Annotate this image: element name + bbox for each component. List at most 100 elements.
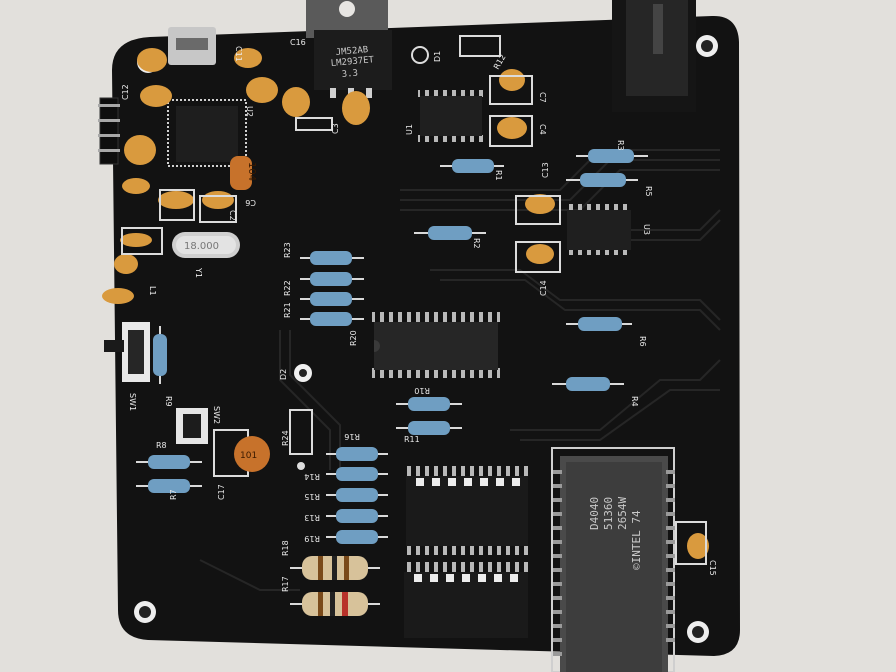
copper-traces (199, 149, 721, 591)
label-r20: R20 (349, 330, 358, 346)
cpu-marking-4: ©INTEL 74 (630, 510, 643, 570)
tact-switch-sw2: SW2 (176, 406, 221, 444)
capacitor (158, 191, 194, 209)
regulator-marking-1: JM52AB (335, 45, 368, 58)
cap-marking-101: 101 (240, 451, 257, 461)
capacitor (497, 117, 527, 139)
capacitor (687, 533, 709, 559)
crystal-marking: 18.000 (184, 241, 219, 252)
label-c13: C13 (541, 162, 550, 178)
label-u1: U1 (405, 124, 414, 135)
label-r3: R3 (616, 140, 625, 151)
resistor (300, 312, 364, 326)
capacitor (122, 178, 150, 194)
resistor (300, 272, 364, 286)
pin-header (98, 97, 120, 165)
label-r17: R17 (281, 576, 290, 592)
capacitor (114, 254, 138, 274)
label-r8: R8 (156, 441, 167, 450)
ic-u1: U1 (405, 90, 484, 142)
capacitor (499, 69, 525, 91)
label-r15: R15 (304, 492, 320, 501)
capacitor-outlines (121, 75, 707, 565)
capacitor-c17: 101 C17 (213, 429, 270, 500)
label-c12: C12 (121, 84, 130, 100)
resistor (136, 479, 202, 493)
capacitor (342, 91, 370, 125)
label-r16: R16 (344, 432, 360, 441)
label-r24: R24 (281, 430, 290, 446)
capacitor (120, 233, 152, 247)
label-r14: R14 (304, 472, 320, 481)
label-r7: R7 (169, 489, 178, 500)
label-sw2: SW2 (212, 406, 221, 424)
resistor (326, 509, 388, 523)
crystal-y1: 18.000 Y1 (172, 232, 240, 278)
resistor (326, 447, 388, 461)
label-c17: C17 (217, 484, 226, 500)
cpu-marking-2: 51360 (602, 497, 615, 530)
resistor-r17 (290, 592, 380, 616)
label-y1: Y1 (194, 267, 203, 278)
resistor (326, 530, 388, 544)
resistor (414, 226, 486, 240)
dip-chip-lower-2 (404, 562, 528, 638)
capacitor (282, 87, 310, 117)
regulator-marking-2: LM2937ET (330, 55, 375, 69)
label-r2: R2 (472, 238, 481, 249)
label-c2: C2 (228, 210, 237, 221)
dip-chip-lower-1 (406, 466, 528, 555)
label-l1: L1 (148, 286, 157, 296)
resistor (440, 159, 504, 173)
label-c16: C16 (290, 38, 306, 47)
capacitor (102, 288, 134, 304)
label-u3: U3 (642, 224, 651, 235)
capacitor (124, 135, 156, 165)
capacitor (137, 48, 167, 72)
label-r19: R19 (304, 534, 320, 543)
slide-switch-sw1: SW1 (104, 322, 150, 411)
power-connector (612, 0, 696, 112)
regulator-marking-3: 3.3 (341, 69, 358, 80)
capacitor (140, 85, 172, 107)
resistor (552, 377, 624, 391)
micro-usb-connector (168, 27, 216, 65)
label-r18: R18 (281, 540, 290, 556)
cpu-marking-3: 2654W (616, 497, 629, 530)
label-r9: R9 (164, 396, 173, 407)
label-r4: R4 (630, 396, 639, 407)
resistor (326, 467, 388, 481)
label-c4: C4 (538, 124, 547, 135)
label-r22: R22 (283, 280, 292, 296)
label-sw1: SW1 (128, 393, 137, 411)
label-r10: R10 (414, 386, 430, 395)
label-c3: C3 (331, 123, 340, 134)
capacitor (525, 194, 555, 214)
resistor-r24-outline: R24 (281, 409, 313, 470)
label-u2: U2 (245, 106, 254, 117)
resistor (300, 251, 364, 265)
carbon-resistors (290, 556, 380, 616)
label-c7: C7 (538, 92, 547, 103)
resistor (396, 397, 462, 411)
label-r6: R6 (638, 336, 647, 347)
resistor (566, 173, 638, 187)
label-c15: C15 (708, 560, 717, 576)
resistor (300, 292, 364, 306)
silkscreen-labels: C12 C16 C11 C3 R12 C7 C4 R1 R3 R5 C13 R2… (121, 38, 717, 592)
led-d2: D2 (279, 364, 312, 382)
capacitor-104: 104 (230, 156, 257, 190)
capacitor (526, 244, 554, 264)
label-r1: R1 (494, 170, 503, 181)
intel-cpu: D4040 51360 2654W ©INTEL 74 (551, 447, 675, 672)
ic-u3: U3 (566, 204, 651, 255)
capacitor (234, 48, 262, 68)
label-r13: R13 (304, 513, 320, 522)
capacitor (246, 77, 278, 103)
label-c11: C11 (234, 46, 243, 62)
resistor-r18 (290, 556, 380, 580)
cap-marking-104: 104 (246, 162, 257, 181)
label-r5: R5 (644, 186, 653, 197)
ceramic-capacitors (102, 48, 709, 559)
